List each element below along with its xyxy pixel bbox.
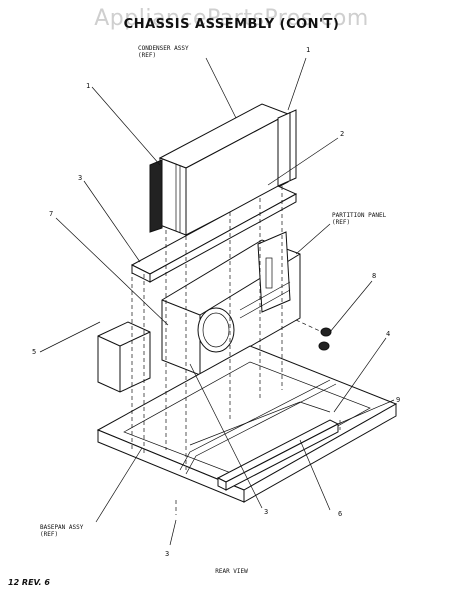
- base-rail-drawing: [216, 419, 340, 491]
- callout-3-bottom: 3: [165, 550, 170, 558]
- side-bracket-drawing: [97, 321, 151, 393]
- callout-1-left: 1: [86, 82, 91, 90]
- callout-2: 2: [340, 130, 345, 138]
- revision-label: 12 REV. 6: [8, 578, 50, 587]
- label-basepan-assy: BASEPAN ASSY (REF): [40, 524, 84, 538]
- callout-6: 6: [338, 510, 343, 518]
- view-caption: REAR VIEW: [215, 568, 248, 575]
- label-partition-panel: PARTITION PANEL (REF): [332, 212, 387, 226]
- watermark: AppliancePartsPros.com: [94, 6, 369, 31]
- assembly-guide-lines: [131, 186, 341, 515]
- condenser-assembly-drawing: [149, 103, 297, 236]
- diagram-title: CHASSIS ASSEMBLY (CON'T): [123, 17, 340, 32]
- callout-9: 9: [396, 396, 401, 404]
- grommet-drawing: [318, 327, 332, 351]
- callout-7: 7: [49, 210, 54, 218]
- partition-panel-drawing: [161, 231, 301, 376]
- callout-3-mid: 3: [264, 508, 269, 516]
- callout-8: 8: [372, 272, 377, 280]
- callout-3-top: 3: [78, 174, 83, 182]
- top-rail-drawing: [130, 185, 298, 283]
- callout-4: 4: [386, 330, 391, 338]
- callout-5-left: 5: [32, 348, 37, 356]
- label-condenser-assy: CONDENSER ASSY (REF): [138, 45, 189, 59]
- callout-1-right: 1: [306, 46, 311, 54]
- leader-lines: [39, 57, 395, 546]
- basepan-drawing: [96, 345, 398, 503]
